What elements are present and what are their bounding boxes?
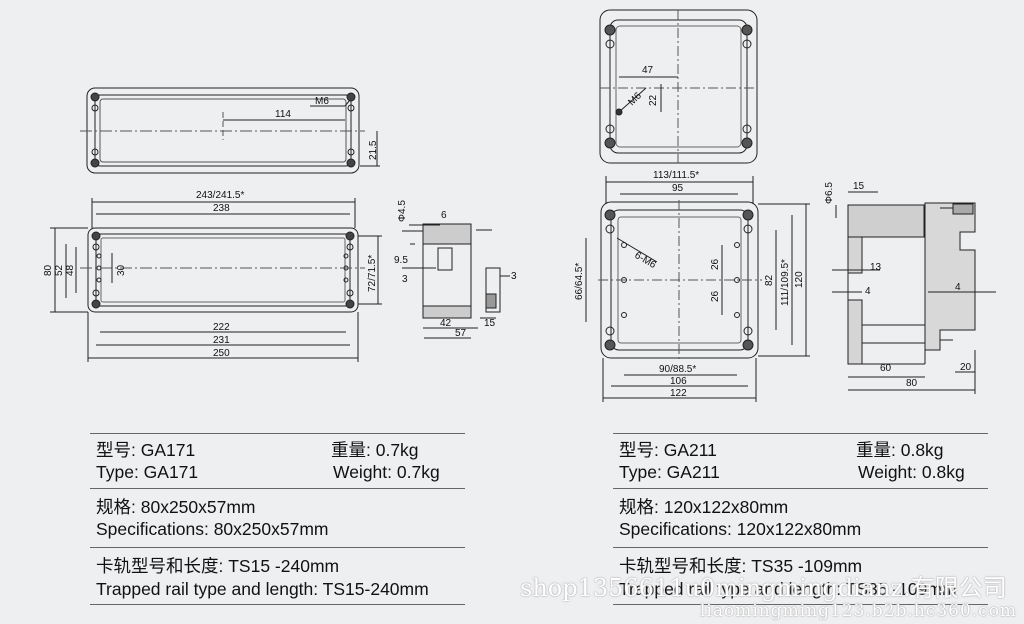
dim-label: 111/109.5* [780, 259, 791, 306]
dim-label: 6-M6 [633, 250, 659, 271]
dim-label: 52 [54, 264, 65, 276]
dim-label: 90/88.5* [659, 364, 696, 375]
dim-label: 222 [213, 322, 230, 333]
ga211-base-view [585, 176, 810, 402]
rail-label-en: Trapped rail type and length: TS15-240mm [96, 579, 429, 599]
rail-label-cn: 卡轨型号和长度: TS35 -109mm [619, 556, 863, 576]
dim-label: 250 [213, 348, 230, 359]
dim-label: 57 [455, 328, 467, 339]
dim-label: Φ4.5 [397, 200, 408, 222]
dim-label: 20 [960, 362, 972, 373]
dim-label: 114 [275, 109, 291, 120]
divider [90, 488, 465, 489]
dim-label: 30 [116, 264, 127, 276]
size-label-en: Specifications: 80x250x57mm [96, 519, 329, 539]
dim-label: 4 [865, 286, 871, 297]
size-label-en: Specifications: 120x122x80mm [619, 519, 862, 539]
ga211-lid-view [599, 9, 758, 164]
dim-label: 13 [870, 262, 882, 273]
dim-label: 26 [710, 258, 721, 270]
dim-label: 106 [670, 376, 687, 387]
dim-label: 122 [670, 388, 687, 399]
dim-label: 66/64.5* [574, 263, 585, 300]
divider [90, 433, 465, 434]
dim-label: 95 [672, 183, 684, 194]
model-label-en: Type: GA171 [96, 462, 199, 482]
dim-label: Φ6.5 [824, 182, 835, 204]
rail-label-cn: 卡轨型号和长度: TS15 -240mm [96, 556, 340, 576]
weight-label-cn: 重量: 0.7kg [331, 440, 419, 460]
dim-label: 243/241.5* [196, 190, 244, 201]
divider [90, 604, 465, 605]
dim-label: 72/71.5* [367, 255, 378, 292]
dim-label: 4 [955, 282, 961, 293]
size-label-cn: 规格: 120x122x80mm [619, 497, 789, 517]
watermark-line-2: liaomingming123.b2b.hc360.com [700, 601, 1018, 621]
lid-screw-holes [90, 92, 356, 168]
weight-label-cn: 重量: 0.8kg [856, 440, 944, 460]
watermark-line-1: shop1356611u0mingmingdianz.有限公司 [520, 574, 1007, 602]
dim-label: 42 [440, 318, 452, 329]
rail-label-en: Trapped rail type and length: TS35 -109m… [619, 579, 957, 599]
dim-label: M6 [315, 96, 329, 107]
dim-label: 238 [213, 203, 230, 214]
divider [613, 488, 988, 489]
dim-label: 22 [648, 94, 659, 106]
dim-label: 48 [65, 264, 76, 276]
dim-label: 6 [441, 210, 447, 221]
divider [90, 547, 465, 548]
dim-label: 80 [43, 264, 54, 276]
dim-label: M6 [626, 90, 644, 108]
ga171-side-section [402, 223, 510, 339]
technical-drawing: M6 114 21.5 243/241.5* 238 80 52 48 30 7… [43, 9, 996, 402]
dim-label: 26 [710, 290, 721, 302]
dim-label: 80 [906, 378, 918, 389]
weight-label-en: Weight: 0.8kg [858, 462, 965, 482]
dim-label: 15 [853, 181, 865, 192]
ga171-base-view [50, 198, 382, 362]
dim-label: 47 [642, 65, 654, 76]
ga211-side-section [832, 191, 996, 394]
divider [613, 547, 988, 548]
dim-label: 60 [880, 363, 892, 374]
size-label-cn: 规格: 80x250x57mm [96, 497, 256, 517]
dim-label: 113/111.5* [653, 170, 699, 181]
divider [613, 604, 988, 605]
dim-label: 231 [213, 335, 230, 346]
dim-label: 82 [764, 274, 775, 286]
ga171-lid-view [80, 87, 380, 174]
dim-label: 120 [794, 271, 805, 288]
dim-label: 3 [511, 271, 517, 282]
dim-label: 21.5 [368, 140, 379, 160]
dimension-labels: M6 114 21.5 243/241.5* 238 80 52 48 30 7… [43, 65, 972, 399]
dim-label: 9.5 [394, 255, 408, 266]
weight-label-en: Weight: 0.7kg [333, 462, 440, 482]
model-label-cn: 型号: GA211 [619, 440, 717, 460]
model-label-en: Type: GA211 [619, 462, 720, 482]
divider [613, 433, 988, 434]
dim-label: 15 [484, 318, 496, 329]
model-label-cn: 型号: GA171 [96, 440, 196, 460]
dim-label: 3 [402, 274, 408, 285]
